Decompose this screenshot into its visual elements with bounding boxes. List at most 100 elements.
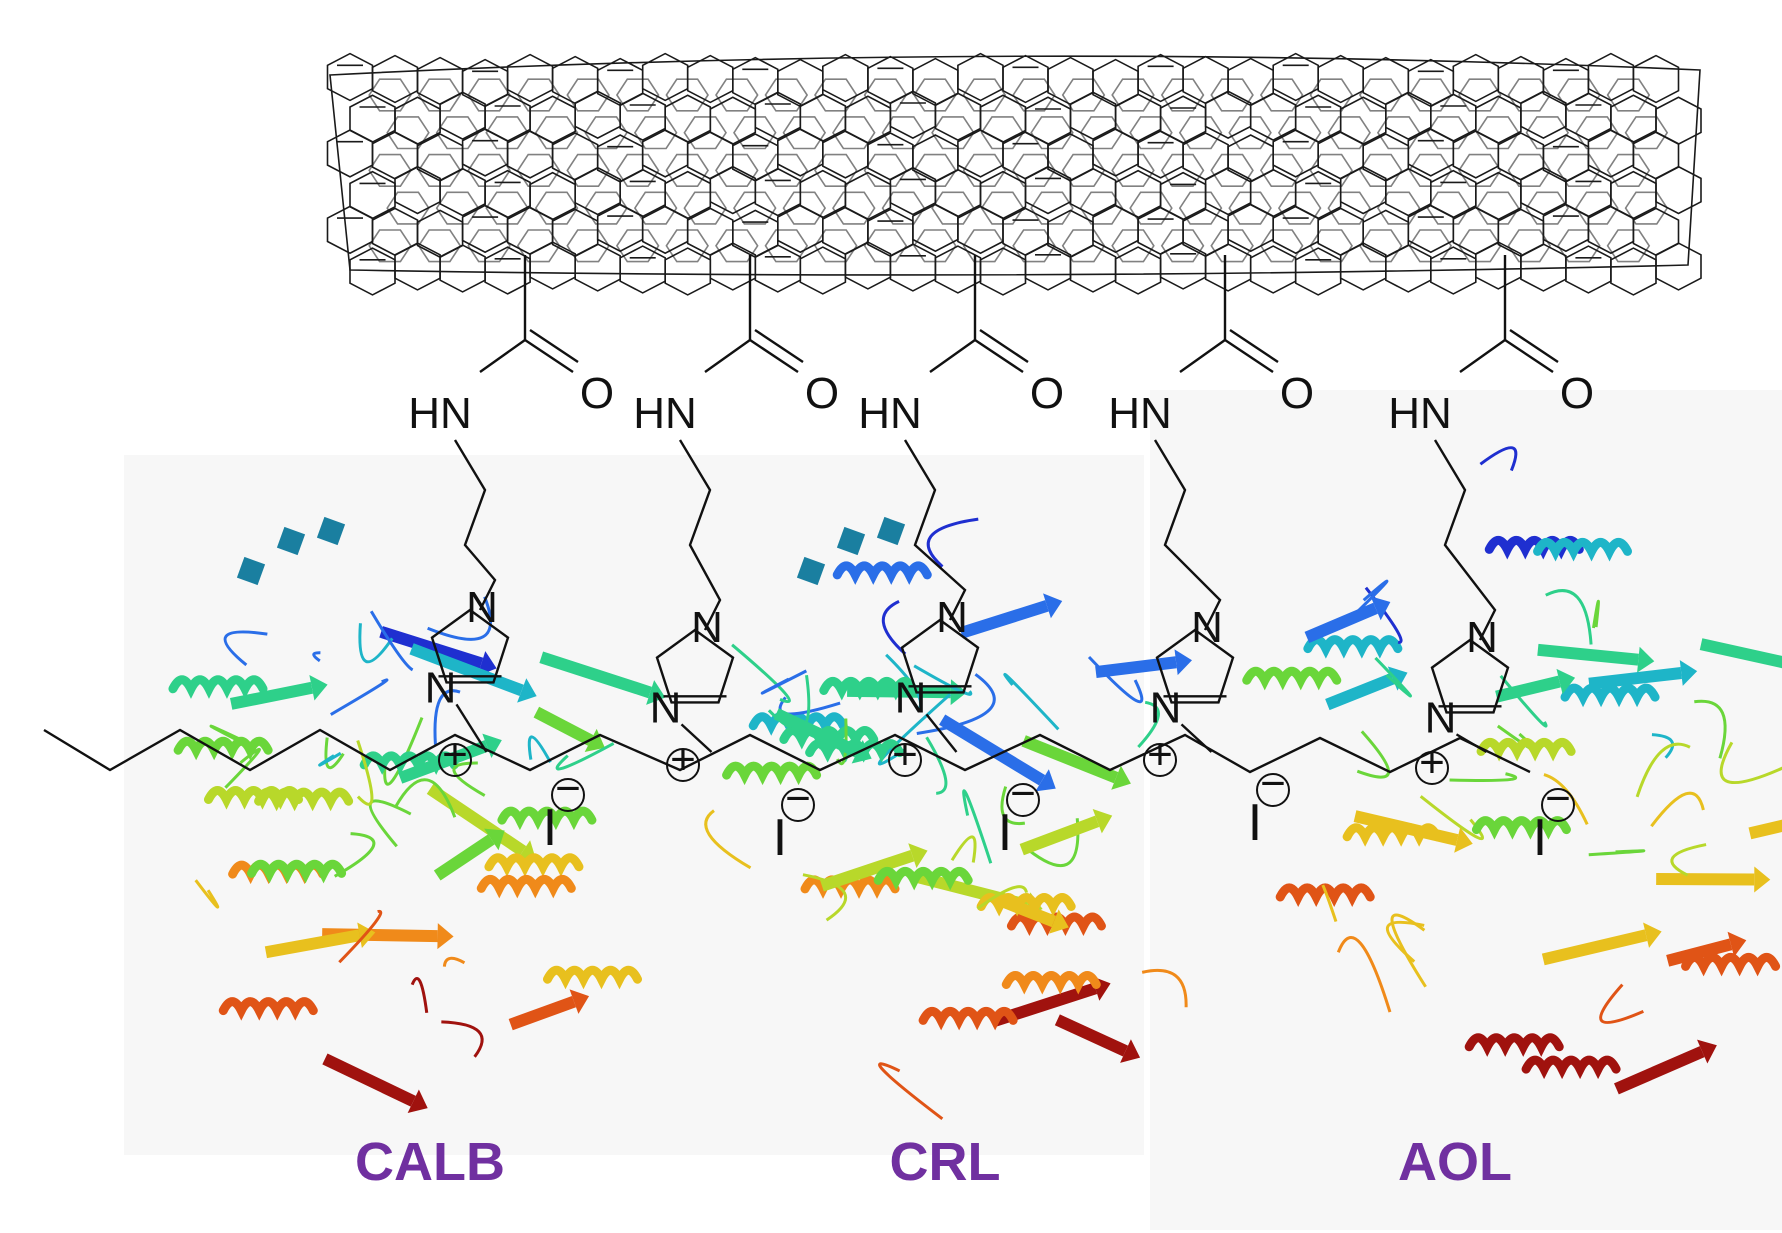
nanotube-hexagon [821, 53, 869, 103]
nanotube-hexagon [1407, 204, 1455, 254]
nanotube-back-hexagon [417, 78, 462, 112]
nanotube-hexagon [1339, 242, 1387, 291]
coil-loop [1479, 446, 1518, 472]
beta-strand [508, 995, 577, 1031]
protein-ribbons [168, 446, 1782, 1120]
coil-loop [1650, 791, 1705, 828]
nanotube-back-hexagon [913, 229, 957, 263]
nanotube-back-hexagon [1079, 116, 1124, 150]
cation-sign: + [1147, 730, 1173, 779]
nanotube-hexagon [1137, 130, 1184, 179]
beta-strand-head [1174, 649, 1192, 676]
nanotube-back-hexagon [485, 191, 529, 225]
coil-loop [318, 751, 342, 767]
coil-loop [1588, 849, 1646, 857]
nanotube-hexagon [754, 244, 802, 293]
nanotube-back-hexagon [467, 153, 511, 187]
coil-loop [369, 610, 414, 672]
beta-strand-head [1643, 922, 1662, 948]
nanotube-back-hexagon [615, 78, 660, 112]
nanotube-hexagon [776, 58, 824, 108]
coil-loop [441, 1020, 484, 1058]
beta-strand-head [646, 680, 666, 705]
nanotube-back-hexagon [764, 229, 809, 263]
carbonyl-bond [1504, 339, 1554, 373]
nanotube-back-hexagon [516, 229, 561, 263]
carbonyl-oxygen-label: O [1280, 369, 1314, 418]
nanotube-back-hexagon [782, 116, 827, 150]
nanotube-outline [329, 55, 1701, 276]
nanotube-back-hexagon [566, 229, 610, 263]
nanotube-hexagon [394, 242, 441, 291]
nanotube-back-hexagon [368, 153, 412, 187]
nanotube-hexagon [619, 245, 667, 294]
amide-bond [704, 339, 751, 373]
beta-strand [1095, 656, 1177, 679]
nanotube-back-hexagon [1129, 116, 1173, 150]
nanotube-back-hexagon [1575, 191, 1619, 225]
nanotube-back-hexagon [1557, 229, 1601, 263]
coil-loop [433, 689, 461, 745]
nanotube-hexagon [1520, 166, 1567, 216]
nanotube-back-hexagon [733, 191, 777, 225]
nanotube-back-hexagon [1030, 191, 1074, 225]
nanotube-back-hexagon [962, 78, 1007, 112]
coil-loop [358, 623, 394, 664]
nanotube-hexagon [1475, 241, 1522, 290]
coil-loop [926, 517, 979, 568]
carbonyl-bond [749, 339, 799, 373]
alpha-helix [832, 561, 932, 585]
nanotube-back-hexagon [733, 116, 777, 150]
nanotube-hexagon [439, 244, 486, 293]
nanotube-back-hexagon [863, 78, 908, 112]
nanotube-back-hexagon [881, 191, 926, 225]
beta-strand [1353, 810, 1459, 846]
enzyme-label-calb: CALB [355, 1132, 505, 1192]
coil-loop [356, 740, 374, 806]
propyl-chain [903, 439, 967, 621]
charge-circle [666, 748, 700, 782]
nanotube-hexagon [776, 128, 824, 177]
nanotube-back-hexagon [1525, 191, 1570, 225]
nanotube-back-hexagon [1408, 229, 1453, 263]
coil-loop [1449, 772, 1518, 782]
nanotube-back-hexagon [417, 153, 462, 187]
beta-strand [229, 681, 314, 710]
carbonyl-bond [524, 339, 574, 373]
glycan-square [276, 526, 306, 556]
nanotube-back-hexagon [1012, 153, 1056, 187]
coil-loop [394, 778, 457, 818]
amide-nh-label: HN [1108, 389, 1172, 438]
nanotube-hexagon [1542, 203, 1590, 253]
nanotube-hexagon [641, 129, 689, 178]
nanotube-back-hexagon [832, 116, 876, 150]
nanotube-hexagon [349, 247, 396, 296]
nanotube-hexagon [506, 53, 554, 103]
nanotube-back-hexagon [485, 116, 529, 150]
beta-strand [773, 708, 860, 758]
amide-bond [1179, 339, 1226, 373]
nanotube-back-hexagon [980, 191, 1025, 225]
nanotube-hexagon [1069, 91, 1117, 141]
beta-strand [1019, 815, 1100, 856]
coil-loop [878, 1062, 944, 1120]
nanotube-back-hexagon [665, 229, 709, 263]
nanotube-hexagon [1565, 92, 1612, 142]
beta-strand [1748, 819, 1782, 840]
nanotube-hexagon [957, 52, 1004, 102]
coil-loop [209, 724, 249, 745]
nanotube-back-hexagon [1228, 191, 1272, 225]
cation-sign: + [1419, 738, 1445, 787]
aol-protein-ribbon [1242, 446, 1782, 1095]
nanotube-back-hexagon [931, 191, 975, 225]
nanotube-back-hexagon [881, 116, 926, 150]
anion-sign: − [1545, 774, 1571, 823]
nanotube-hexagon [1002, 54, 1049, 104]
coil-loop [760, 669, 808, 695]
beta-strand-head [1370, 596, 1391, 621]
cation-charge-icon: + [888, 730, 922, 779]
nanotube-back-hexagon [566, 153, 610, 187]
carbon-nanotube-icon [326, 52, 1702, 296]
nanotube-hexagon [1632, 54, 1680, 104]
coil-loop [555, 742, 615, 771]
